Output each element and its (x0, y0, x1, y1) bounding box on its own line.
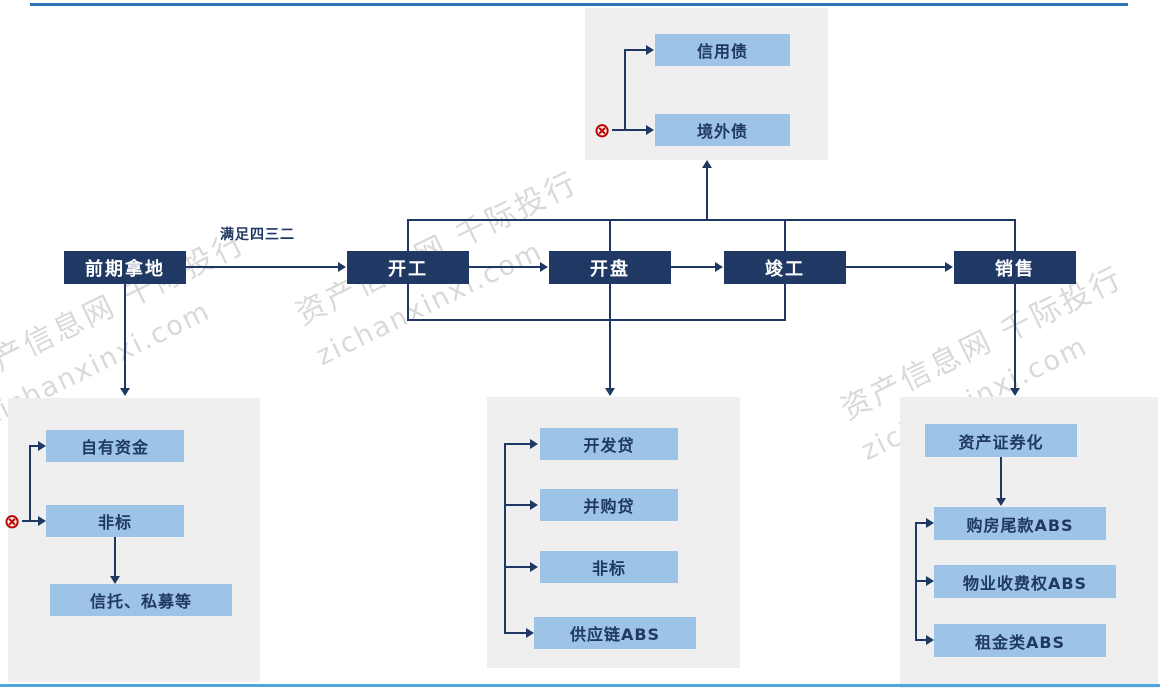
arrowhead-right-icon (38, 516, 46, 526)
connector-line (609, 284, 611, 388)
connector-line (915, 580, 926, 582)
arrowhead-down-icon (110, 576, 120, 584)
connector-line (1000, 457, 1002, 500)
connector-line (624, 49, 646, 51)
connector-line (29, 445, 39, 447)
connector-line (504, 566, 530, 568)
stage-sales: 销售 (954, 251, 1076, 284)
connector-line (612, 129, 646, 131)
arrowhead-right-icon (540, 262, 548, 272)
stage-presale-launch: 开盘 (549, 251, 671, 284)
connector-line (624, 49, 626, 131)
arrowhead-right-icon (945, 262, 953, 272)
connector-line (407, 284, 409, 320)
arrowhead-down-icon (1010, 388, 1020, 396)
item-home-balance-abs: 购房尾款ABS (934, 507, 1106, 540)
connector-line (915, 639, 926, 641)
item-non-standard-left: 非标 (46, 505, 184, 537)
item-trust-private-funds: 信托、私募等 (50, 584, 232, 616)
flow-condition-label: 满足四三二 (220, 227, 295, 243)
stage-construction-start: 开工 (347, 251, 469, 284)
arrowhead-right-icon (38, 441, 46, 451)
connector-line (407, 319, 786, 321)
arrowhead-right-icon (926, 576, 934, 586)
watermark-text: 资产信息网 千际投行 (0, 225, 252, 393)
connector-line (1014, 219, 1016, 252)
arrowhead-right-icon (646, 45, 654, 55)
item-ma-loan: 并购贷 (540, 489, 678, 521)
arrowhead-right-icon (926, 518, 934, 528)
connector-line (29, 445, 31, 522)
connector-line (407, 219, 409, 252)
connector-line (504, 443, 530, 445)
restricted-icon: ⊗ (593, 118, 611, 142)
stage-completion: 竣工 (724, 251, 846, 284)
arrowhead-down-icon (996, 498, 1006, 506)
connector-line (407, 219, 1016, 221)
arrowhead-right-icon (530, 562, 538, 572)
item-offshore-bond: 境外债 (655, 114, 790, 146)
arrowhead-down-icon (120, 388, 130, 396)
item-rental-abs: 租金类ABS (934, 624, 1106, 657)
connector-line (1014, 284, 1016, 388)
connector-line (186, 266, 338, 268)
connector-line (504, 443, 506, 634)
connector-line (609, 219, 611, 252)
top-rule (30, 3, 1128, 6)
arrowhead-right-icon (530, 500, 538, 510)
connector-line (114, 537, 116, 578)
arrowhead-right-icon (646, 125, 654, 135)
watermark-text: 资产信息网 千际投行 (290, 165, 585, 333)
connector-line (671, 266, 715, 268)
connector-line (22, 520, 39, 522)
arrowhead-right-icon (926, 635, 934, 645)
arrowhead-right-icon (526, 628, 534, 638)
connector-line (846, 266, 945, 268)
item-asset-securitization: 资产证券化 (925, 424, 1077, 457)
item-credit-bond: 信用债 (655, 34, 790, 66)
item-non-standard-middle: 非标 (540, 551, 678, 583)
arrowhead-right-icon (715, 262, 723, 272)
item-development-loan: 开发贷 (540, 428, 678, 460)
connector-line (469, 266, 540, 268)
watermark-url: zichanxinxi.com (311, 235, 548, 372)
arrowhead-up-icon (702, 160, 712, 168)
item-supply-chain-abs: 供应链ABS (534, 617, 696, 649)
connector-line (706, 168, 708, 220)
item-property-fee-abs: 物业收费权ABS (934, 565, 1116, 598)
item-own-funds: 自有资金 (46, 430, 184, 462)
restricted-icon: ⊗ (3, 509, 21, 533)
connector-line (504, 632, 526, 634)
arrowhead-right-icon (530, 439, 538, 449)
arrowhead-right-icon (338, 262, 346, 272)
connector-line (124, 284, 126, 388)
stage-land-acquisition: 前期拿地 (64, 251, 186, 284)
arrowhead-down-icon (605, 388, 615, 396)
connector-line (784, 284, 786, 320)
connector-line (915, 522, 926, 524)
connector-line (784, 219, 786, 252)
connector-line (504, 504, 530, 506)
bottom-rule (0, 684, 1160, 687)
